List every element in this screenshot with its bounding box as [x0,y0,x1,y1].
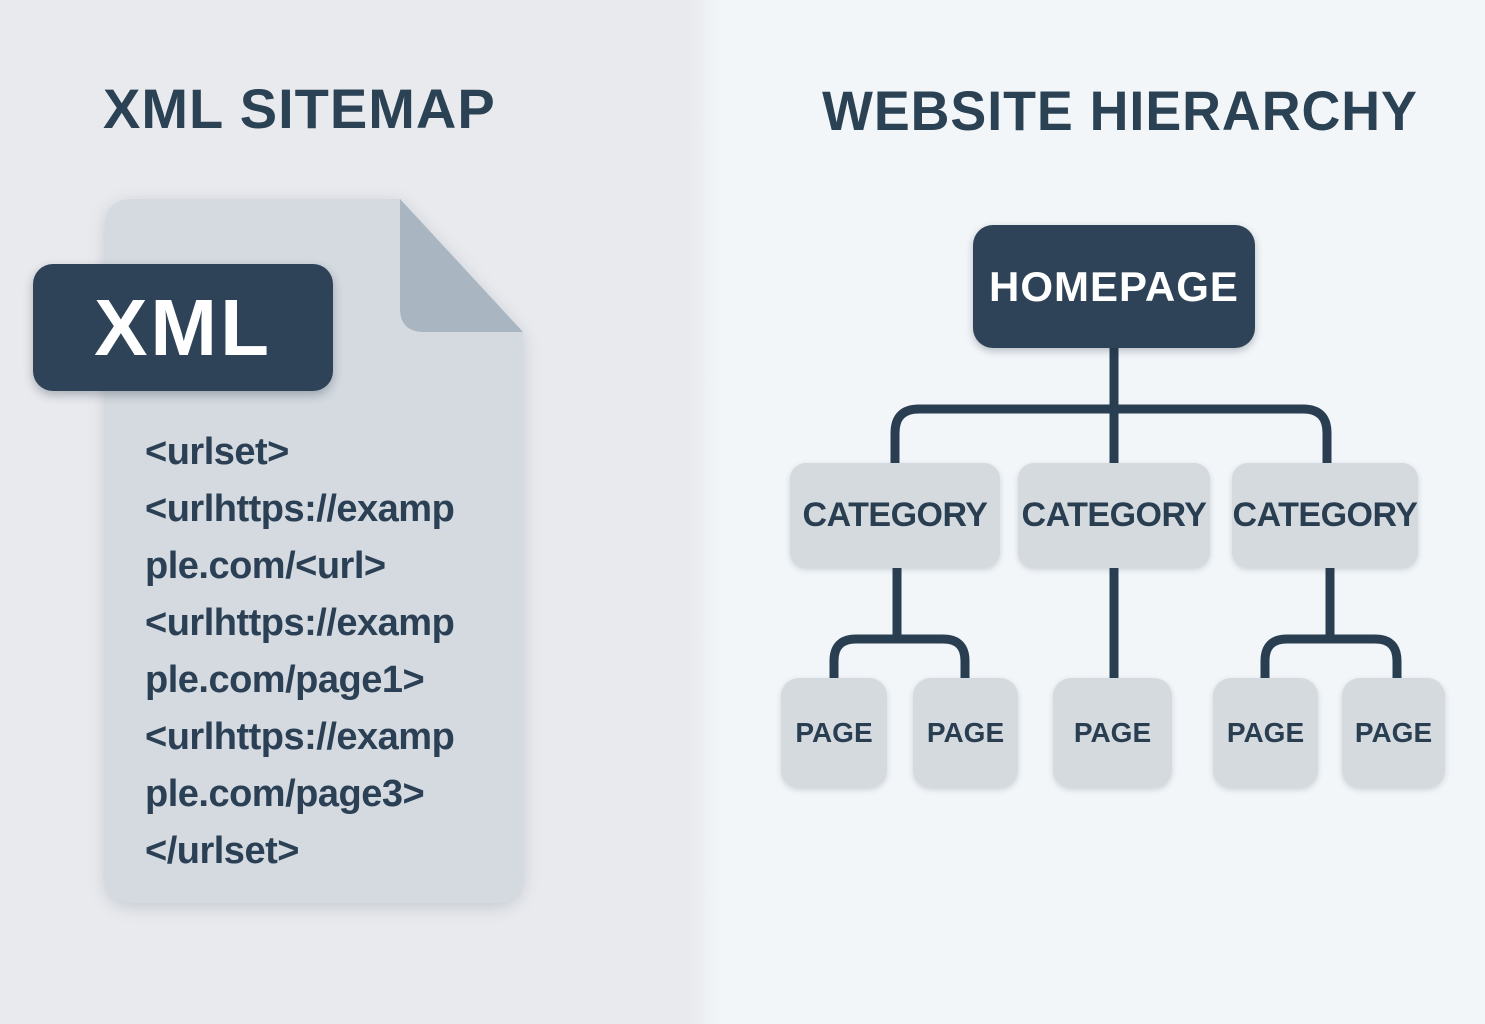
code-line: </urlset> [145,830,299,872]
page-node-5: PAGE [1342,678,1445,788]
sitemap-code-block: <urlset> <urlhttps://examp ple.com/<url>… [145,424,517,880]
website-hierarchy-title: WEBSITE HIERARCHY [822,79,1418,142]
connector-category1-pages [829,634,970,680]
document-folded-corner [400,199,523,332]
page-node-1: PAGE [781,678,887,788]
category-node-2: CATEGORY [1018,463,1210,568]
xml-sitemap-title: XML SITEMAP [103,77,496,140]
page-node-3: PAGE [1053,678,1172,788]
code-line: <urlhttps://examp [145,602,455,644]
xml-file-badge: XML [33,264,333,391]
category-node-1: CATEGORY [790,463,1000,568]
connector-lines [829,346,1402,680]
code-line: ple.com/page1> [145,659,425,701]
code-line: <urlhttps://examp [145,488,455,530]
page-node-2: PAGE [913,678,1018,788]
page-node-4: PAGE [1213,678,1318,788]
connector-homepage-categories [890,404,1332,466]
code-line: ple.com/<url> [145,545,386,587]
homepage-node: HOMEPAGE [973,225,1255,348]
code-line: ple.com/page3> [145,773,425,815]
code-line: <urlhttps://examp [145,716,455,758]
connector-category3-pages [1260,634,1402,680]
category-node-3: CATEGORY [1232,463,1418,568]
code-line: <urlset> [145,431,289,473]
